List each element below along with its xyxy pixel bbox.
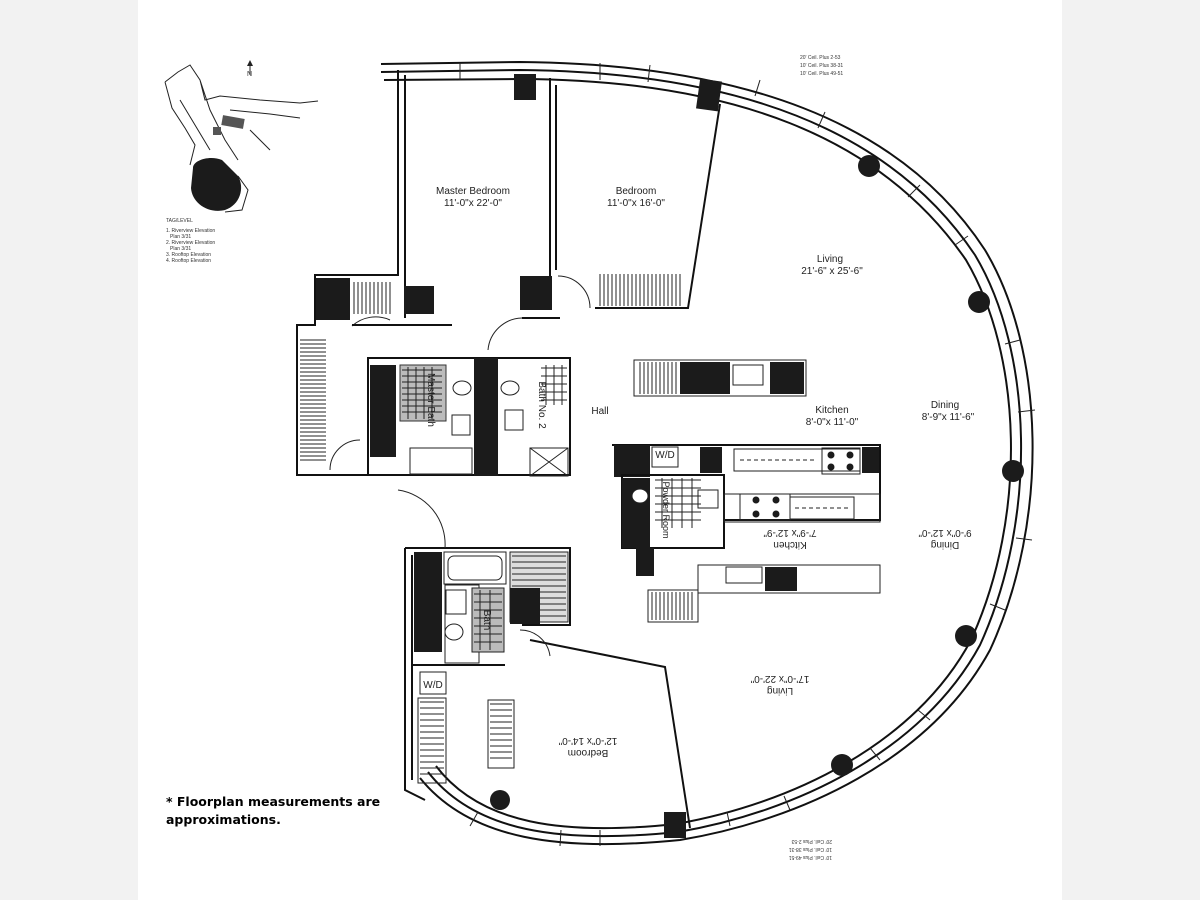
room-name-living: Living <box>817 254 843 265</box>
ceiling-note: 10' Ceil. Plus 38-31 <box>789 846 832 852</box>
room-name-living-2: Living <box>767 685 793 696</box>
room-labels: Master Bedroom 11'-0"x 22'-0" Bedroom 11… <box>423 186 974 758</box>
room-dims-dining-2: 9'-0"x 12'-0" <box>918 527 972 538</box>
room-name-powder-room: Powder Room <box>661 481 671 538</box>
room-dims-living-2: 17'-0"x 22'-0" <box>750 673 809 684</box>
north-unit <box>296 70 881 549</box>
room-dims-bedroom: 11'-0"x 16'-0" <box>607 198 665 209</box>
key-plan-tower <box>191 157 242 211</box>
column <box>858 155 880 177</box>
keyplan-legend-line: Plan 3/31 <box>170 234 191 240</box>
keyplan-legend-line: 4. Rooftop Elevation <box>166 258 211 264</box>
room-name-master-bedroom: Master Bedroom <box>436 186 510 197</box>
column <box>968 291 990 313</box>
room-name-dining-2: Dining <box>931 539 959 550</box>
room-dims-dining: 8'-9"x 11'-6" <box>922 412 975 423</box>
room-name-kitchen-2: Kitchen <box>773 539 806 550</box>
south-unit <box>397 489 881 829</box>
keyplan-legend-line: 2. Riverview Elevation <box>166 240 215 246</box>
column <box>514 74 536 100</box>
key-plan: N TAG/LEVEL 1. Riverview Elevation Plan … <box>164 60 319 264</box>
ceiling-notes-bottom: 10' Ceil. Plus 49-51 10' Ceil. Plus 38-3… <box>789 838 832 860</box>
ceiling-note: 20' Ceil. Plus 2-53 <box>791 838 832 844</box>
room-dims-kitchen: 8'-0"x 11'-0" <box>806 417 859 428</box>
exterior-curtain-wall <box>380 60 1036 847</box>
room-dims-living: 21'-6" x 25'-6" <box>801 266 863 277</box>
column <box>1002 460 1024 482</box>
column <box>955 625 977 647</box>
ceiling-note: 10' Ceil. Plus 49-51 <box>789 854 832 860</box>
wd-label: W/D <box>655 450 674 461</box>
keyplan-legend-line: 3. Rooftop Elevation <box>166 252 211 258</box>
column <box>490 790 510 810</box>
room-name-bath-2: Bath No. 2 <box>536 381 547 429</box>
keyplan-legend-line: 1. Riverview Elevation <box>166 228 215 234</box>
room-name-dining: Dining <box>931 400 959 411</box>
room-name-kitchen: Kitchen <box>815 405 848 416</box>
room-name-bedroom: Bedroom <box>616 186 657 197</box>
compass-label: N <box>247 71 252 78</box>
disclaimer-line: * Floorplan measurements are <box>166 794 380 809</box>
room-dims-bedroom-2: 12'-0"x 14'-0" <box>558 735 617 746</box>
room-name-master-bath: Master Bath <box>425 373 436 427</box>
keyplan-legend-title: TAG/LEVEL <box>166 218 193 224</box>
room-name-hall: Hall <box>591 406 608 417</box>
room-name-bath: Bath <box>481 610 492 631</box>
floorplan-sheet <box>138 0 1062 900</box>
room-name-bedroom-2: Bedroom <box>568 747 609 758</box>
disclaimer-line: approximations. <box>166 812 281 827</box>
disclaimer-note: * Floorplan measurements are approximati… <box>166 794 380 827</box>
column <box>664 812 686 838</box>
room-dims-kitchen-2: 7'-9"x 12'-9" <box>763 527 817 538</box>
ceiling-note: 10' Ceil. Plus 49-51 <box>800 71 843 77</box>
ceiling-notes-top: 20' Ceil. Plus 2-53 10' Ceil. Plus 38-31… <box>800 55 843 77</box>
room-dims-master-bedroom: 11'-0"x 22'-0" <box>444 198 502 209</box>
column <box>696 78 722 112</box>
wd-label: W/D <box>423 680 442 691</box>
column <box>831 754 853 776</box>
keyplan-legend-line: Plan 3/31 <box>170 246 191 252</box>
ceiling-note: 10' Ceil. Plus 38-31 <box>800 63 843 69</box>
ceiling-note: 20' Ceil. Plus 2-53 <box>800 55 841 61</box>
